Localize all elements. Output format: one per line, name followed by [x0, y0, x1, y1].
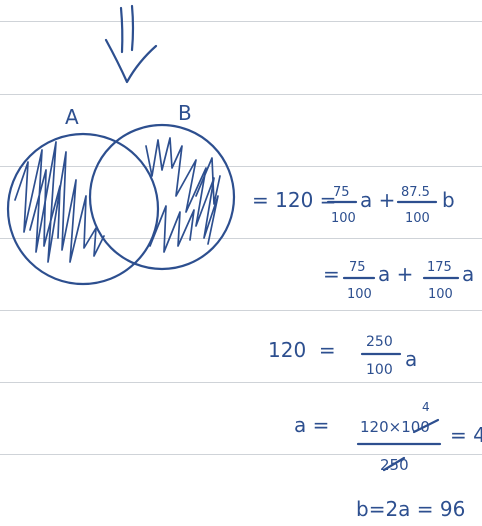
eq1-frac1-num: 75 [333, 185, 350, 200]
eq3-var: a [405, 347, 417, 371]
venn-label-a: A [65, 105, 79, 129]
eq1-lead: = 120 = [252, 188, 336, 212]
venn-a-hatching [14, 141, 105, 263]
eq4-frac-num: 120×100 [360, 418, 430, 436]
strike-mark [412, 418, 440, 434]
ruled-line [0, 238, 482, 239]
ruled-line [0, 454, 482, 455]
eq3-frac-den: 100 [366, 362, 393, 378]
eq1-frac2-den: 100 [405, 211, 430, 226]
eq4-lead: a = [294, 413, 329, 437]
equation-line-5: b=2a = 96 [356, 497, 465, 521]
eq4-tail: = 4 [450, 423, 482, 447]
strike-mark [382, 456, 406, 472]
ruled-line [0, 94, 482, 95]
ruled-line [0, 310, 482, 311]
eq1-var2: b [442, 188, 455, 212]
eq2-frac1-den: 100 [347, 287, 372, 302]
equation-line-2: = 75 100 a + 175 100 a [323, 260, 474, 302]
venn-circle-a [6, 132, 160, 286]
venn-circle-b [88, 123, 236, 271]
down-arrow-icon [104, 4, 158, 84]
eq1-frac2-num: 87.5 [401, 185, 430, 200]
eq2-lead: = [323, 262, 340, 286]
eq3-lead: 120 = [268, 338, 336, 362]
venn-label-b: B [178, 101, 192, 125]
eq2-var2: a [462, 262, 474, 286]
eq5-text: b=2a = 96 [356, 497, 465, 521]
ruled-line [0, 166, 482, 167]
ruled-line [0, 382, 482, 383]
eq2-frac2-den: 100 [428, 287, 453, 302]
equation-line-1: = 120 = 75 100 a + 87.5 100 b [252, 185, 455, 226]
eq1-var1: a + [360, 188, 395, 212]
eq2-frac1-num: 75 [349, 260, 366, 275]
ruled-line [0, 21, 482, 22]
eq3-frac-num: 250 [366, 334, 393, 350]
equation-line-3: 120 = 250 100 a [268, 334, 417, 378]
eq2-var1: a + [378, 262, 413, 286]
eq2-frac2-num: 175 [427, 260, 452, 275]
eq1-frac1-den: 100 [331, 211, 356, 226]
venn-b-hatching [145, 137, 219, 245]
equation-line-4: a = 4 120×100 250 = 4 [294, 400, 482, 474]
eq4-note: 4 [422, 400, 430, 414]
venn-diagram: A B [6, 101, 236, 286]
